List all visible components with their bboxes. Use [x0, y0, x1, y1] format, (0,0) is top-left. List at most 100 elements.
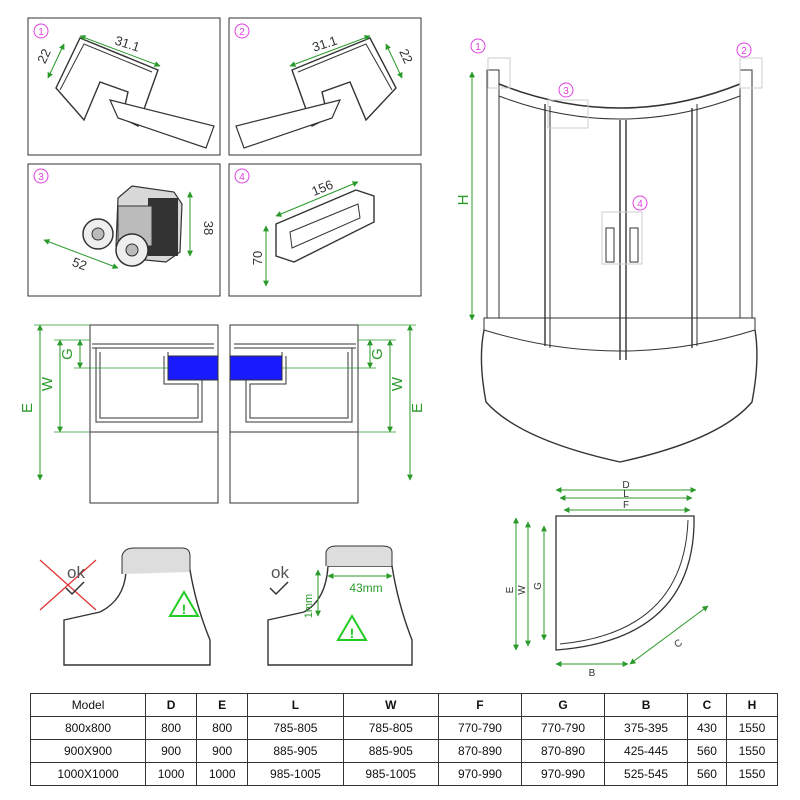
spec-table: Model D E L W F G B C H 800x800 800 800 …: [29, 693, 779, 786]
detail-panel-4: 4 156 70: [228, 163, 422, 297]
table-cell: 1550: [725, 762, 779, 786]
table-cell: 985-1005: [342, 762, 439, 786]
cross-section-right: E W G: [229, 324, 426, 504]
plan-f: F: [623, 500, 629, 511]
tolerance-1mm: 1mm: [303, 594, 315, 618]
header-g: G: [520, 693, 606, 717]
section-left-e: E: [19, 403, 36, 413]
detail-1-height: 22: [34, 46, 54, 65]
door-handle-right: [629, 227, 639, 263]
plan-view: D L F E W G B C: [505, 480, 709, 679]
main-marker-4-icon: [632, 195, 648, 211]
warning-icon-left: !: [168, 590, 200, 617]
table-cell: 1550: [725, 739, 779, 763]
header-b: B: [604, 693, 689, 717]
table-cell: 375-395: [604, 716, 689, 740]
detail-3-width: 52: [70, 254, 89, 273]
header-model: Model: [29, 693, 147, 717]
table-cell: 785-805: [342, 716, 439, 740]
main-marker-3: 3: [563, 86, 569, 97]
section-right-e: E: [409, 403, 426, 413]
main-marker-2: 2: [741, 46, 747, 57]
install-incorrect: ok !: [39, 547, 211, 666]
detail-4-width: 156: [309, 177, 335, 199]
table-cell: 985-1005: [247, 762, 344, 786]
table-cell: 900: [196, 739, 249, 763]
table-cell: 560: [687, 739, 727, 763]
table-cell: 900X900: [29, 739, 147, 763]
table-cell: 970-990: [520, 762, 606, 786]
table-row: 1000X1000 1000 1000 985-1005 985-1005 97…: [29, 762, 779, 786]
plan-d: D: [622, 480, 629, 491]
table-cell: 560: [687, 762, 727, 786]
warning-icon-right: !: [336, 614, 368, 641]
table-cell: 900: [145, 739, 198, 763]
main-marker-4: 4: [637, 199, 643, 210]
header-e: E: [196, 693, 249, 717]
ok-text-left: ok: [67, 563, 85, 582]
plan-l: L: [623, 489, 629, 500]
table-cell: 1000X1000: [29, 762, 147, 786]
plan-c: C: [672, 637, 684, 650]
detail-2-width: 31.1: [310, 33, 339, 55]
plan-g: G: [533, 582, 544, 590]
table-cell: 885-905: [247, 739, 344, 763]
main-marker-1-icon: [470, 38, 486, 54]
table-cell: 800: [145, 716, 198, 740]
table-row: 800x800 800 800 785-805 785-805 770-790 …: [29, 716, 779, 740]
main-marker-1: 1: [475, 42, 481, 53]
gap-43mm: 43mm: [349, 581, 382, 595]
header-f: F: [437, 693, 522, 717]
section-left-w: W: [39, 376, 56, 391]
table-cell: 800: [196, 716, 249, 740]
header-d: D: [145, 693, 198, 717]
header-c: C: [687, 693, 727, 717]
marker-4-label: 4: [239, 172, 245, 183]
ok-text-right: ok: [271, 563, 289, 582]
section-left-g: G: [59, 348, 76, 360]
table-cell: 1000: [196, 762, 249, 786]
table-cell: 800x800: [29, 716, 147, 740]
table-cell: 1000: [145, 762, 198, 786]
header-l: L: [247, 693, 344, 717]
plan-b: B: [589, 668, 596, 679]
table-cell: 970-990: [437, 762, 522, 786]
section-right-w: W: [389, 376, 406, 391]
table-cell: 785-805: [247, 716, 344, 740]
svg-text:!: !: [182, 601, 187, 617]
main-marker-2-icon: [736, 42, 752, 58]
table-cell: 430: [687, 716, 727, 740]
height-h-label: H: [455, 195, 472, 206]
detail-3-height: 38: [201, 221, 216, 235]
marker-3-label: 3: [38, 172, 44, 183]
detail-2-height: 22: [396, 46, 416, 65]
table-row: 900X900 900 900 885-905 885-905 870-890 …: [29, 739, 779, 763]
enclosure-front-view: 1 2 3 4 H: [455, 38, 763, 463]
table-cell: 870-890: [520, 739, 606, 763]
section-right-g: G: [369, 348, 386, 360]
spec-table-header-row: Model D E L W F G B C H: [29, 693, 779, 717]
svg-text:!: !: [350, 625, 355, 641]
detail-1-width: 31.1: [113, 33, 142, 55]
marker-4-icon: [234, 168, 250, 184]
table-cell: 770-790: [437, 716, 522, 740]
plan-e: E: [505, 586, 516, 593]
table-cell: 885-905: [342, 739, 439, 763]
detail-panel-1: 1 31.1 22: [27, 17, 221, 156]
header-h: H: [725, 693, 779, 717]
marker-1-label: 1: [38, 27, 44, 38]
marker-1-icon: [33, 23, 49, 39]
header-w: W: [342, 693, 439, 717]
marker-2-label: 2: [239, 27, 245, 38]
table-cell: 1550: [725, 716, 779, 740]
detail-panel-2: 2 31.1 22: [228, 17, 422, 156]
table-cell: 770-790: [520, 716, 606, 740]
marker-3-icon: [33, 168, 49, 184]
table-cell: 525-545: [604, 762, 689, 786]
marker-2-icon: [234, 23, 250, 39]
table-cell: 870-890: [437, 739, 522, 763]
table-cell: 425-445: [604, 739, 689, 763]
install-correct: ok 43mm 1mm !: [267, 545, 413, 666]
detail-4-height: 70: [250, 251, 265, 265]
